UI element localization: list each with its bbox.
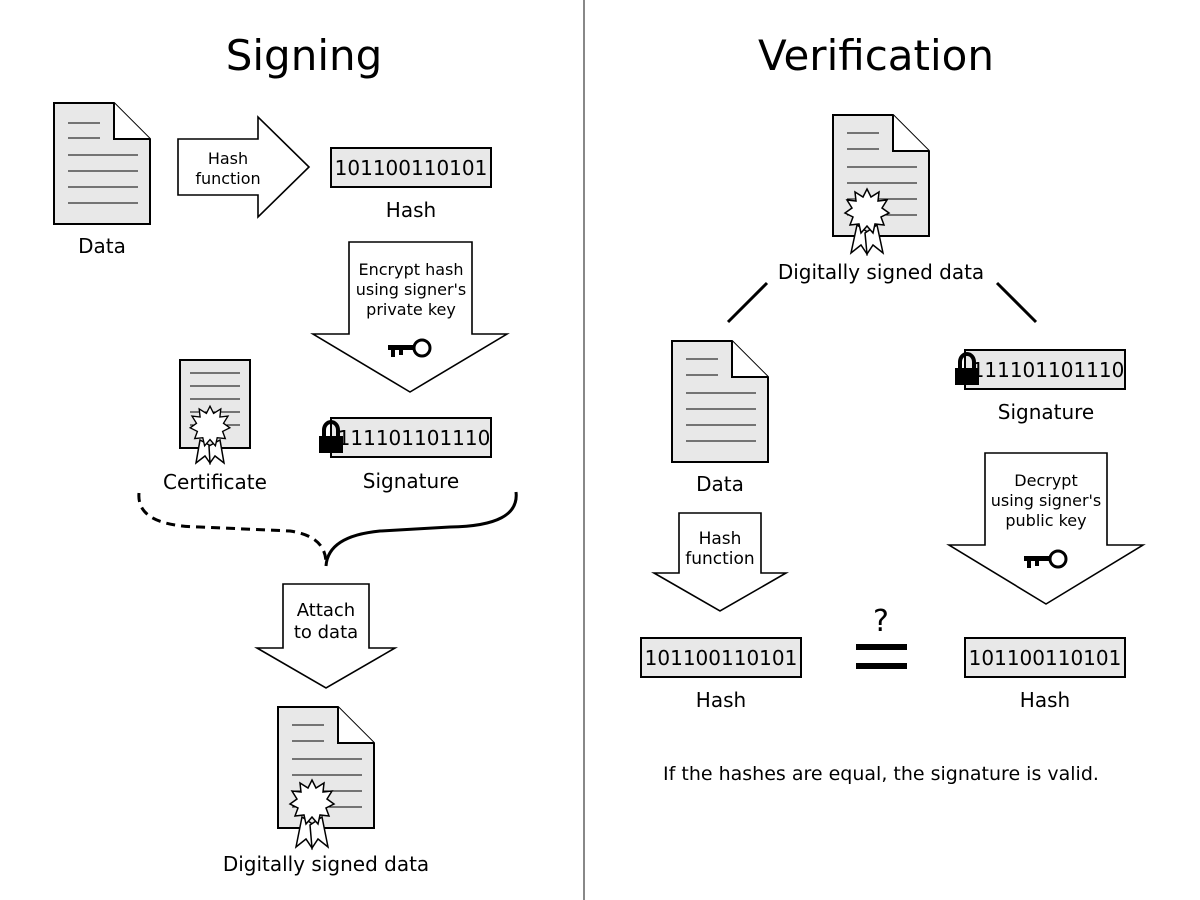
- hash-function-arrow: Hash function: [651, 512, 789, 612]
- hash-box: [330, 147, 492, 188]
- hash-function-label-line1: Hash: [208, 149, 248, 168]
- padlock-icon: [319, 420, 343, 453]
- left-hash-box: [640, 637, 802, 678]
- left-hash-value: 101100110101: [645, 646, 798, 670]
- certificate-icon: [179, 359, 251, 466]
- right-hash-label: Hash: [1020, 688, 1070, 712]
- verification-signature-value: 111101101110: [972, 358, 1125, 382]
- decrypt-label-line2: using signer's: [991, 491, 1102, 510]
- signature-label: Signature: [363, 469, 459, 493]
- document-icon: [53, 102, 151, 225]
- signature-box: [330, 417, 492, 458]
- signing-title: Signing: [226, 31, 383, 80]
- attach-label-line1: Attach: [297, 600, 355, 621]
- hash-label: Hash: [386, 198, 436, 222]
- signature-box: [964, 349, 1126, 390]
- encrypt-label-line1: Encrypt hash: [358, 260, 463, 279]
- padlock-icon: [955, 352, 979, 385]
- signature-value: 111101101110: [338, 426, 491, 450]
- signing-signed-data-label: Digitally signed data: [223, 852, 429, 876]
- right-hash-box: [964, 637, 1126, 678]
- hash-function-label-line2: function: [195, 169, 260, 188]
- split-line-left: [726, 281, 769, 324]
- verification-conclusion: If the hashes are equal, the signature i…: [663, 763, 1099, 785]
- signing-data-label: Data: [78, 234, 126, 258]
- left-hash-label: Hash: [696, 688, 746, 712]
- decrypt-label-line1: Decrypt: [1014, 471, 1077, 490]
- signed-document-icon: [277, 706, 375, 851]
- signature-brace: [324, 491, 518, 567]
- equals-sign: [856, 644, 907, 669]
- certificate-label: Certificate: [163, 470, 267, 494]
- verification-title: Verification: [758, 31, 994, 80]
- verification-hash-function-line1: Hash: [699, 529, 742, 549]
- verification-signature-label: Signature: [998, 400, 1094, 424]
- decrypt-label-line3: public key: [1005, 511, 1086, 530]
- certificate-brace: [137, 492, 328, 563]
- right-hash-value: 101100110101: [969, 646, 1122, 670]
- split-line-right: [995, 281, 1038, 324]
- question-mark: ?: [873, 604, 889, 639]
- verification-data-label: Data: [696, 472, 744, 496]
- decrypt-arrow: Decrypt using signer's public key: [946, 452, 1146, 605]
- encrypt-arrow: Encrypt hash using signer's private key: [310, 241, 510, 393]
- hash-function-arrow: Hash function: [177, 115, 311, 219]
- verification-hash-function-line2: function: [685, 549, 754, 569]
- verification-signed-data-label: Digitally signed data: [778, 260, 984, 284]
- encrypt-label-line3: private key: [366, 300, 456, 319]
- document-icon: [671, 340, 769, 463]
- key-icon: [388, 338, 432, 358]
- hash-value: 101100110101: [335, 156, 488, 180]
- attach-label-line2: to data: [294, 622, 358, 643]
- encrypt-label-line2: using signer's: [356, 280, 467, 299]
- signed-document-icon: [832, 114, 930, 257]
- key-icon: [1024, 549, 1068, 569]
- attach-arrow: Attach to data: [254, 583, 398, 689]
